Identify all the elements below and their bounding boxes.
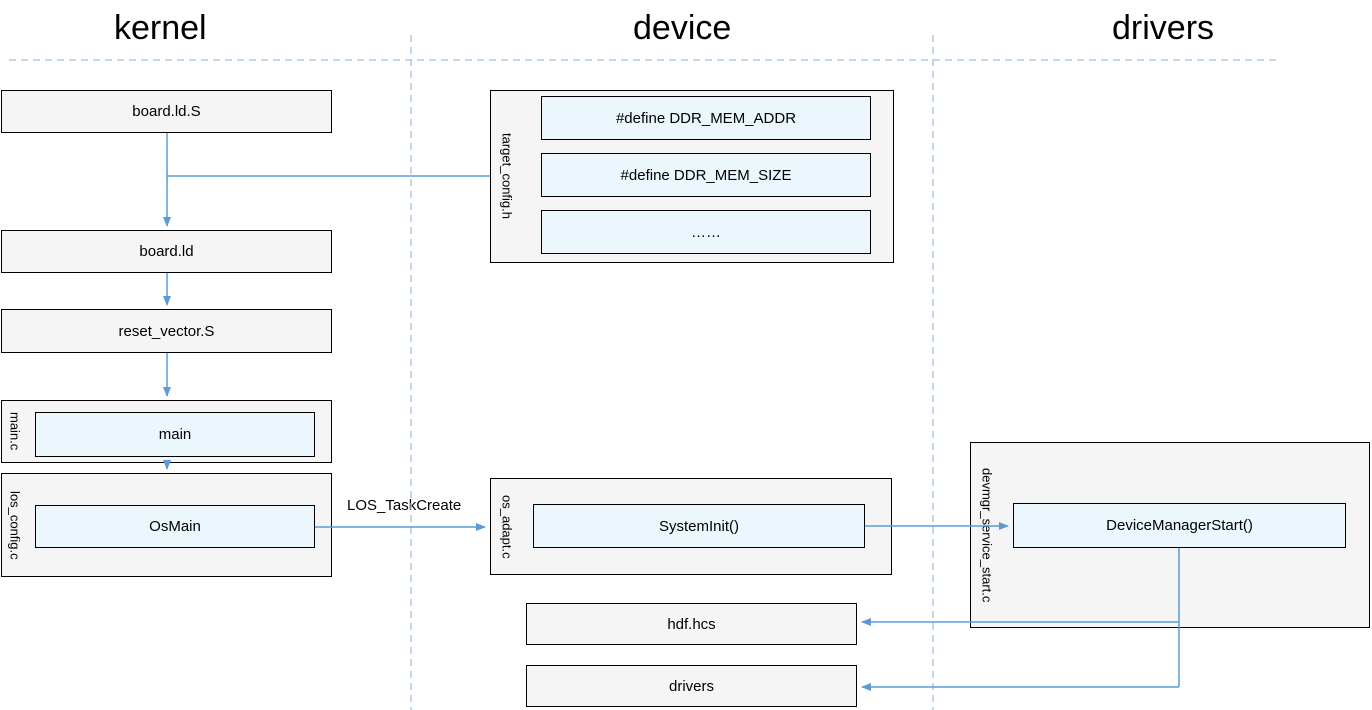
column-header-drivers: drivers [1112,9,1215,47]
node-board-ld: board.ld [1,230,332,273]
node-board-ld-s: board.ld.S [1,90,332,133]
node-define-ellipsis: …… [541,210,871,254]
node-drivers: drivers [526,665,857,707]
group-label-devmgr-service-start-c: devmgr_service_start.c [979,467,995,603]
node-reset-vector-s: reset_vector.S [1,309,332,353]
group-label-os-adapt-c: os_adapt.c [499,494,515,559]
column-header-kernel: kernel [114,9,207,47]
edge-label-los-taskcreate: LOS_TaskCreate [347,497,462,514]
node-define-ddr-mem-addr: #define DDR_MEM_ADDR [541,96,871,140]
node-main-fn: main [35,412,315,457]
node-define-ddr-mem-size: #define DDR_MEM_SIZE [541,153,871,197]
node-osmain-fn: OsMain [35,505,315,548]
node-hdf-hcs: hdf.hcs [526,603,857,645]
group-label-los-config-c: los_config.c [7,490,23,560]
group-label-main-c: main.c [7,412,23,451]
node-systeminit-fn: SystemInit() [533,504,865,548]
group-label-target-config-h: target_config.h [499,133,515,220]
column-header-device: device [633,9,732,47]
node-devicemanagerstart-fn: DeviceManagerStart() [1013,503,1346,548]
